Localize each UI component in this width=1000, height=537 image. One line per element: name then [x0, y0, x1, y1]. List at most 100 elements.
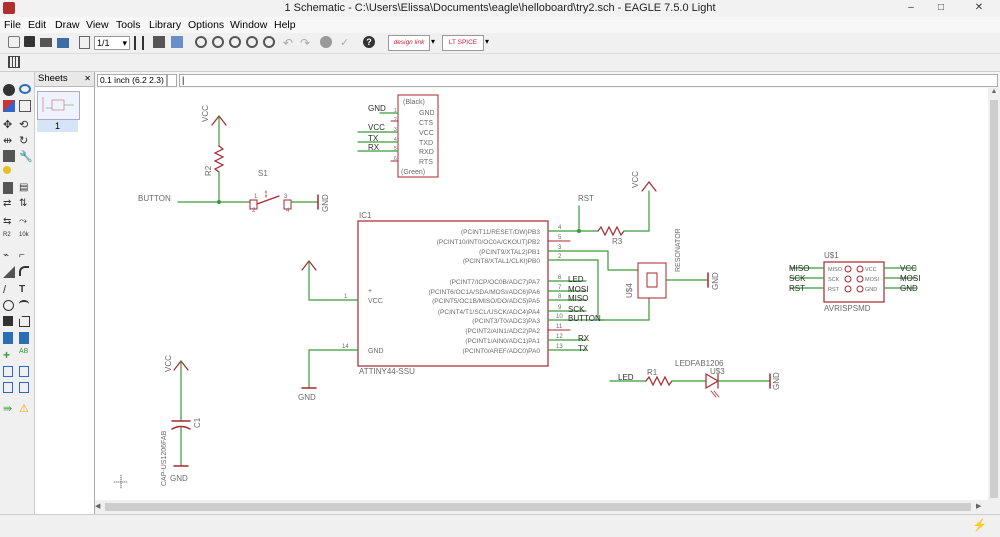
frame-icon[interactable]: [3, 382, 13, 393]
menu-view[interactable]: View: [86, 19, 109, 31]
menu-help[interactable]: Help: [274, 19, 296, 31]
minimize-button[interactable]: –: [908, 2, 914, 13]
chevron-down-icon[interactable]: ▾: [485, 37, 490, 46]
optimize-icon[interactable]: [19, 266, 29, 276]
attribute-icon[interactable]: [3, 366, 13, 377]
name-icon[interactable]: R2: [3, 232, 11, 238]
arc-icon[interactable]: [19, 300, 29, 308]
resonator-body: [637, 262, 667, 299]
help-icon[interactable]: ?: [363, 36, 375, 48]
vertical-scrollbar[interactable]: ▲: [988, 88, 1000, 500]
scroll-left-icon[interactable]: ◀: [95, 503, 101, 510]
move-icon[interactable]: ✥: [3, 119, 13, 131]
label-icon[interactable]: AB: [19, 348, 29, 355]
close-icon[interactable]: ✕: [84, 74, 91, 83]
net-icon[interactable]: [19, 332, 29, 344]
ic1-pin-number: 2: [558, 254, 562, 260]
delete-icon[interactable]: [3, 182, 13, 194]
mark-icon[interactable]: [19, 100, 31, 112]
use-icon[interactable]: [134, 36, 144, 50]
horizontal-scrollbar[interactable]: ◀ ▶: [95, 500, 988, 514]
cam-icon[interactable]: [57, 38, 69, 48]
menu-edit[interactable]: Edit: [28, 19, 47, 31]
show-icon[interactable]: [19, 84, 31, 94]
add-icon[interactable]: ▤: [19, 182, 29, 193]
undo-icon[interactable]: ↶: [283, 36, 294, 50]
net-label-button: BUTTON: [568, 314, 601, 323]
redo-icon[interactable]: ↷: [300, 36, 311, 50]
ic1-pin-pa6: (PCINT6/OC1A/SDA/MOSI/ADC6)PA6: [429, 289, 541, 296]
maximize-button[interactable]: □: [937, 2, 945, 13]
display-icon[interactable]: [3, 100, 15, 112]
vertical-scroll-thumb[interactable]: [990, 100, 998, 498]
net-label-miso-isp: MISO: [789, 264, 809, 273]
coordinate-display: 0.1 inch (6.2 2.3): [97, 74, 167, 87]
warning-icon[interactable]: ⚠: [19, 403, 29, 415]
sheet-select[interactable]: 1/1▾: [94, 36, 130, 50]
menu-options[interactable]: Options: [188, 19, 225, 31]
chevron-down-icon[interactable]: ▾: [431, 37, 436, 46]
value-icon[interactable]: 10k: [19, 232, 29, 238]
u4-label: U$4: [625, 283, 634, 298]
schematic-canvas[interactable]: VCC R2 S1 BUTTON 1 2 3 4 GND (Black) GND…: [95, 88, 988, 500]
open-icon[interactable]: [8, 36, 20, 48]
sheet-thumbnail[interactable]: [37, 91, 80, 120]
dimension-icon[interactable]: [19, 366, 29, 377]
text-icon[interactable]: T: [19, 284, 26, 295]
zoom-out-icon[interactable]: [229, 36, 241, 48]
net-label-led-chain: LED: [618, 373, 634, 382]
split-icon[interactable]: ⌐: [19, 250, 25, 261]
save-icon[interactable]: [24, 36, 35, 47]
smash-icon[interactable]: ⌁: [3, 250, 10, 261]
avr-pin-vcc: VCC: [865, 267, 877, 273]
change-icon[interactable]: 🔧: [19, 151, 33, 163]
menu-tools[interactable]: Tools: [116, 19, 141, 31]
scroll-right-icon[interactable]: ▶: [976, 503, 982, 510]
mirror-icon[interactable]: ⇹: [3, 135, 13, 147]
replace-icon[interactable]: ⇆: [3, 216, 12, 227]
zoom-select-icon[interactable]: [263, 36, 275, 48]
rotate-icon[interactable]: ↻: [19, 135, 29, 147]
go-icon[interactable]: ✓: [340, 37, 350, 49]
menu-draw[interactable]: Draw: [55, 19, 80, 31]
horizontal-scroll-thumb[interactable]: [105, 503, 971, 511]
designlink-button[interactable]: design link: [388, 35, 430, 51]
modules-icon[interactable]: [19, 382, 29, 393]
circle-icon[interactable]: [3, 300, 14, 311]
pinswap-icon[interactable]: ⇄: [3, 198, 12, 209]
menu-bar: File Edit Draw View Tools Library Option…: [0, 17, 1000, 33]
ltspice-button[interactable]: LT SPICE: [442, 35, 484, 51]
board-icon[interactable]: [153, 36, 165, 48]
stop-icon[interactable]: [320, 36, 332, 48]
zoom-in-icon[interactable]: [212, 36, 224, 48]
info-icon[interactable]: [3, 84, 15, 96]
sheet-icon[interactable]: [79, 36, 90, 49]
group-icon[interactable]: [3, 150, 15, 162]
schematic-drawing[interactable]: VCC R2 S1 BUTTON 1 2 3 4 GND (Black) GND…: [95, 88, 988, 500]
sheets-panel: Sheets ✕ 1: [35, 72, 95, 517]
print-icon[interactable]: [40, 38, 52, 47]
command-history-button[interactable]: [167, 74, 177, 87]
rect-icon[interactable]: [3, 316, 13, 326]
erc-icon[interactable]: ⇛: [3, 403, 13, 415]
bus-icon[interactable]: [3, 332, 13, 344]
scroll-up-icon[interactable]: ▲: [990, 88, 998, 95]
zoom-fit-icon[interactable]: [195, 36, 207, 48]
invoke-icon[interactable]: ⤳: [19, 216, 27, 227]
grid-icon[interactable]: [8, 56, 20, 68]
copy-icon[interactable]: ⟲: [19, 119, 29, 131]
menu-window[interactable]: Window: [230, 19, 268, 31]
gateswap-icon[interactable]: ⇅: [19, 198, 28, 209]
close-window-button[interactable]: ✕: [974, 2, 984, 13]
junction-icon[interactable]: +: [3, 348, 11, 362]
zoom-redraw-icon[interactable]: [246, 36, 258, 48]
menu-library[interactable]: Library: [149, 19, 182, 31]
menu-file[interactable]: File: [4, 19, 21, 31]
miter-icon[interactable]: [3, 266, 15, 278]
polygon-icon[interactable]: [19, 316, 30, 327]
script-icon[interactable]: [171, 36, 183, 48]
paste-icon[interactable]: [3, 166, 11, 174]
command-input[interactable]: |: [179, 74, 998, 87]
ic1-pin-pb2: (PCINT10/INT0/OC0A/CKOUT)PB2: [437, 239, 541, 246]
wire-icon[interactable]: /: [3, 284, 7, 296]
